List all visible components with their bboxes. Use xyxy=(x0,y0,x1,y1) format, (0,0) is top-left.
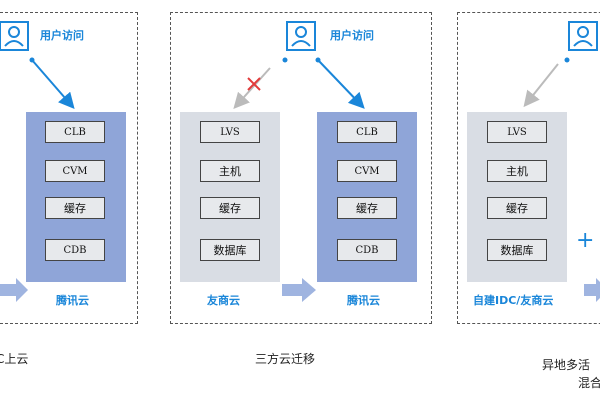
plus-icon: + xyxy=(576,228,595,253)
panel-multi-active xyxy=(457,12,600,324)
lvs-box: LVS xyxy=(487,121,547,143)
panel-caption: C上云 xyxy=(0,352,29,366)
cache-box: 缓存 xyxy=(200,197,260,219)
clb-box: CLB xyxy=(337,121,397,143)
panel-third-party-migration xyxy=(170,12,432,324)
cvm-box: CVM xyxy=(337,160,397,182)
arrow-icon xyxy=(0,278,28,302)
cloud-label: 腾讯云 xyxy=(56,294,89,307)
lvs-box: LVS xyxy=(200,121,260,143)
panel-idc-to-cloud xyxy=(0,12,138,324)
cdb-box: CDB xyxy=(337,239,397,261)
clb-box: CLB xyxy=(45,121,105,143)
user-access-label: 用户访问 xyxy=(330,29,374,42)
cloud-label: 腾讯云 xyxy=(347,294,380,307)
database-box: 数据库 xyxy=(487,239,547,261)
arrow-icon xyxy=(31,59,75,110)
panel-caption: 三方云迁移 xyxy=(255,352,316,366)
panel-caption: 异地多活 xyxy=(542,358,591,372)
arrow-icon xyxy=(523,63,559,108)
cross-icon xyxy=(247,77,261,91)
database-box: 数据库 xyxy=(200,239,260,261)
cache-box: 缓存 xyxy=(337,197,397,219)
user-icon xyxy=(285,20,317,58)
user-icon xyxy=(0,20,30,58)
panel-caption: 混合 xyxy=(578,376,600,390)
host-box: 主机 xyxy=(200,160,260,182)
cloud-label: 友商云 xyxy=(207,294,240,307)
cache-box: 缓存 xyxy=(45,197,105,219)
arrow-icon xyxy=(282,278,316,302)
cvm-box: CVM xyxy=(45,160,105,182)
cdb-box: CDB xyxy=(45,239,105,261)
user-access-label: 用户访问 xyxy=(40,29,84,42)
user-icon xyxy=(567,20,599,58)
host-box: 主机 xyxy=(487,160,547,182)
cache-box: 缓存 xyxy=(487,197,547,219)
cloud-label: 自建IDC/友商云 xyxy=(473,294,554,307)
arrow-icon xyxy=(584,278,600,302)
arrow-icon xyxy=(317,59,365,109)
arrow-icon xyxy=(233,67,271,109)
